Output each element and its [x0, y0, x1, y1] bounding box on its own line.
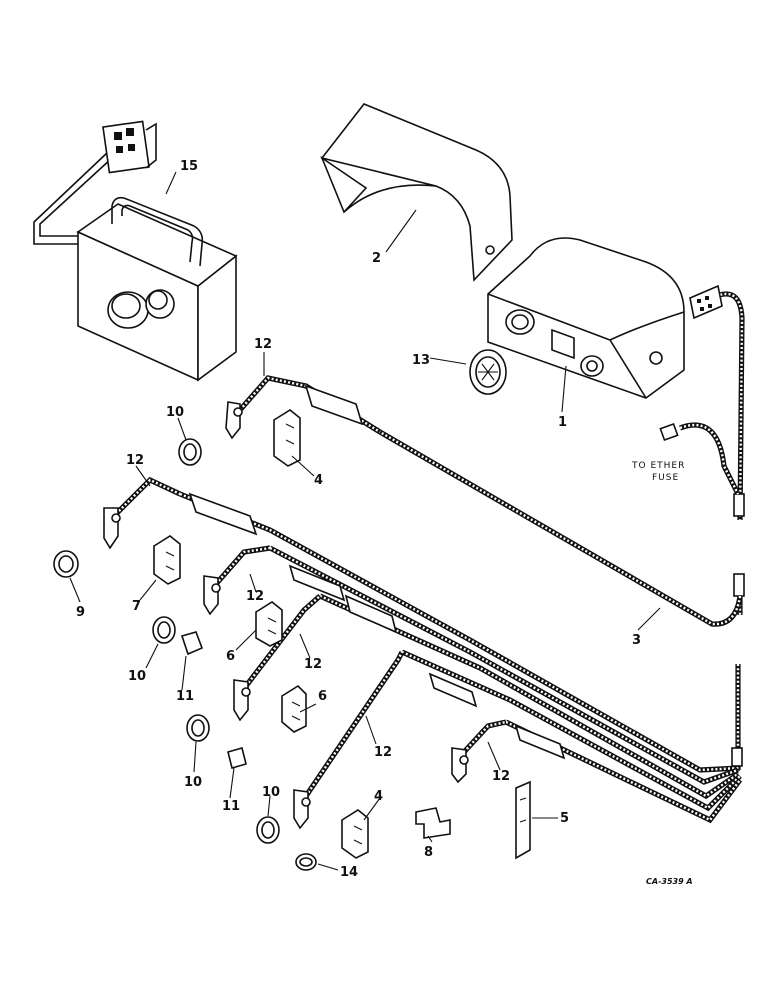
callout-10c: 10 [184, 775, 202, 790]
callout-10b: 10 [128, 669, 146, 684]
callout-2: 2 [372, 251, 381, 266]
callout-7: 7 [132, 599, 141, 614]
callout-12e: 12 [374, 745, 392, 760]
callout-15: 15 [180, 159, 198, 174]
part-1-control-unit [487, 237, 685, 399]
part-3-harness [378, 284, 745, 770]
callout-12d: 12 [304, 657, 322, 672]
ether-fuse-note-line1: TO ETHER [631, 461, 685, 471]
part-15-switch-box [33, 120, 238, 382]
callout-1: 1 [558, 415, 567, 430]
callout-5: 5 [560, 811, 569, 826]
callout-9: 9 [76, 605, 85, 620]
callout-13: 13 [412, 353, 430, 368]
part-12-leads [114, 375, 743, 824]
callout-4b: 4 [374, 789, 383, 804]
callout-numbers: 15 2 1 13 12 10 4 12 9 7 12 6 10 11 12 6… [76, 159, 641, 880]
callout-4a: 4 [314, 473, 323, 488]
callout-12c: 12 [246, 589, 264, 604]
callout-12b: 12 [126, 453, 144, 468]
callout-11b: 11 [222, 799, 240, 814]
callout-8: 8 [424, 845, 433, 860]
callout-11a: 11 [176, 689, 194, 704]
part-13-grommet [469, 349, 507, 395]
drawing-code: CA-3539 A [646, 877, 693, 886]
callout-14: 14 [340, 865, 358, 880]
callout-10a: 10 [166, 405, 184, 420]
part-2-cover [320, 103, 513, 282]
callout-3: 3 [632, 633, 641, 648]
leader-lines [69, 171, 661, 871]
callout-12a: 12 [254, 337, 272, 352]
callout-10d: 10 [262, 785, 280, 800]
ether-fuse-note-line2: FUSE [652, 473, 679, 483]
lead-terminals [103, 401, 469, 830]
callout-6b: 6 [318, 689, 327, 704]
clamps-and-sleeves [53, 438, 317, 871]
callout-12f: 12 [492, 769, 510, 784]
wire-clips [153, 409, 531, 860]
callout-6a: 6 [226, 649, 235, 664]
